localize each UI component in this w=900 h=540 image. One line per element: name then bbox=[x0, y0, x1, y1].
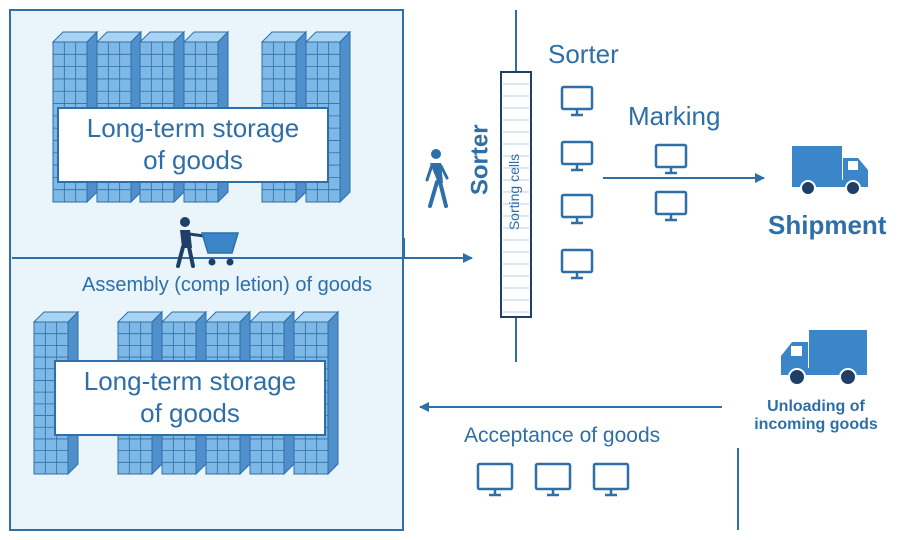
marking-label: Marking bbox=[628, 101, 721, 131]
monitor-icon bbox=[560, 193, 594, 225]
assembly-label: Assembly (comp letion) of goods bbox=[82, 274, 373, 296]
warehouse-rack-icon bbox=[32, 310, 80, 476]
sorter-title: Sorter bbox=[548, 39, 619, 69]
storage-top-line2: of goods bbox=[143, 145, 243, 175]
walking-person-icon bbox=[425, 149, 449, 208]
sorting-cells-label: Sorting cells bbox=[506, 153, 523, 231]
unloading-label-line1: Unloading of bbox=[767, 398, 865, 415]
delivery-truck-icon bbox=[792, 146, 868, 196]
delivery-truck-icon bbox=[781, 330, 867, 386]
monitor-icon bbox=[654, 190, 688, 222]
person-with-cart-icon bbox=[176, 217, 240, 268]
monitor-icon bbox=[560, 85, 594, 117]
monitor-icon bbox=[476, 462, 514, 497]
sorter-vertical-label: Sorter bbox=[466, 124, 494, 196]
monitor-icon bbox=[592, 462, 630, 497]
long-term-storage-bottom-box: Long-term storage of goods bbox=[54, 360, 326, 436]
monitor-group bbox=[476, 85, 688, 497]
storage-bottom-line2: of goods bbox=[140, 398, 240, 428]
storage-top-line1: Long-term storage bbox=[86, 113, 300, 143]
acceptance-label: Acceptance of goods bbox=[464, 424, 661, 447]
shipment-label: Shipment bbox=[768, 210, 887, 240]
unloading-label: Unloading of incoming goods bbox=[748, 398, 884, 435]
sorting-cell-dividers bbox=[503, 83, 529, 313]
storage-bottom-line1: Long-term storage bbox=[83, 366, 297, 396]
unloading-label-line2: incoming goods bbox=[754, 416, 878, 434]
monitor-icon bbox=[560, 248, 594, 280]
long-term-storage-top-box: Long-term storage of goods bbox=[57, 107, 329, 183]
monitor-icon bbox=[534, 462, 572, 497]
monitor-icon bbox=[560, 140, 594, 172]
monitor-icon bbox=[654, 143, 688, 175]
